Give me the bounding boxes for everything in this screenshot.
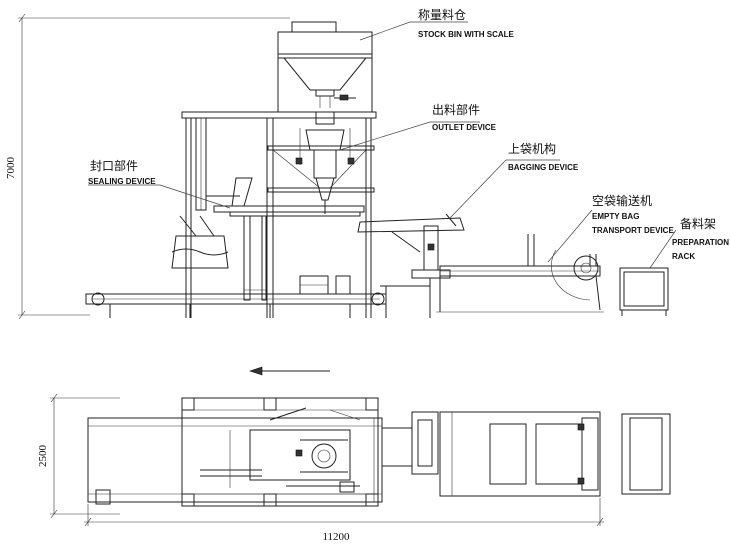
preparation-rack-plan bbox=[621, 413, 671, 495]
height-dimension: 7000 bbox=[5, 13, 290, 320]
conveyor-elevation bbox=[85, 215, 387, 318]
empty-bag-transport-plan bbox=[382, 411, 601, 497]
bagging-label-cn: 上袋机构 bbox=[508, 141, 556, 156]
outlet-device bbox=[295, 111, 355, 214]
stock-bin-label-cn: 称量料仓 bbox=[418, 8, 466, 22]
component-labels: 称量料仓 STOCK BIN WITH SCALE 出料部件 OUTLET DE… bbox=[88, 8, 729, 261]
outlet-label-cn: 出料部件 bbox=[432, 102, 480, 117]
stock-bin-label-en: STOCK BIN WITH SCALE bbox=[418, 30, 515, 39]
length-dimension: 11200 bbox=[84, 498, 604, 543]
plan-view: 2500 bbox=[37, 393, 671, 543]
bagging-label-en: BAGGING DEVICE bbox=[508, 163, 579, 172]
leader-lines bbox=[88, 21, 677, 269]
conveyor-plan bbox=[87, 417, 383, 505]
stock-bin bbox=[277, 21, 373, 112]
elevation-view: 7000 bbox=[5, 8, 729, 320]
depth-dimension-value: 2500 bbox=[37, 445, 49, 468]
sealing-label-en: SEALING DEVICE bbox=[88, 177, 156, 186]
empty-bag-label-en-1: EMPTY BAG bbox=[592, 212, 639, 221]
direction-arrow bbox=[249, 366, 330, 376]
empty-bag-label-cn: 空袋输送机 bbox=[592, 193, 652, 208]
bagging-device bbox=[357, 213, 465, 318]
prep-rack-label-en-2: RACK bbox=[672, 252, 695, 261]
preparation-rack-elevation bbox=[619, 267, 669, 316]
prep-rack-label-en-1: PREPARATION bbox=[672, 238, 729, 247]
prep-rack-label-cn: 备料架 bbox=[680, 217, 716, 231]
plan-mechanism bbox=[200, 407, 361, 493]
main-frame-plan bbox=[181, 397, 379, 507]
sealing-device bbox=[171, 177, 365, 269]
depth-dimension: 2500 bbox=[37, 393, 120, 519]
empty-bag-transport-elevation bbox=[436, 234, 604, 313]
height-dimension-value: 7000 bbox=[5, 157, 17, 180]
outlet-label-en: OUTLET DEVICE bbox=[432, 123, 497, 132]
sealing-label-cn: 封口部件 bbox=[90, 158, 138, 173]
main-frame bbox=[181, 111, 377, 318]
empty-bag-label-en-2: TRANSPORT DEVICE bbox=[592, 226, 674, 235]
length-dimension-value: 11200 bbox=[322, 531, 350, 543]
